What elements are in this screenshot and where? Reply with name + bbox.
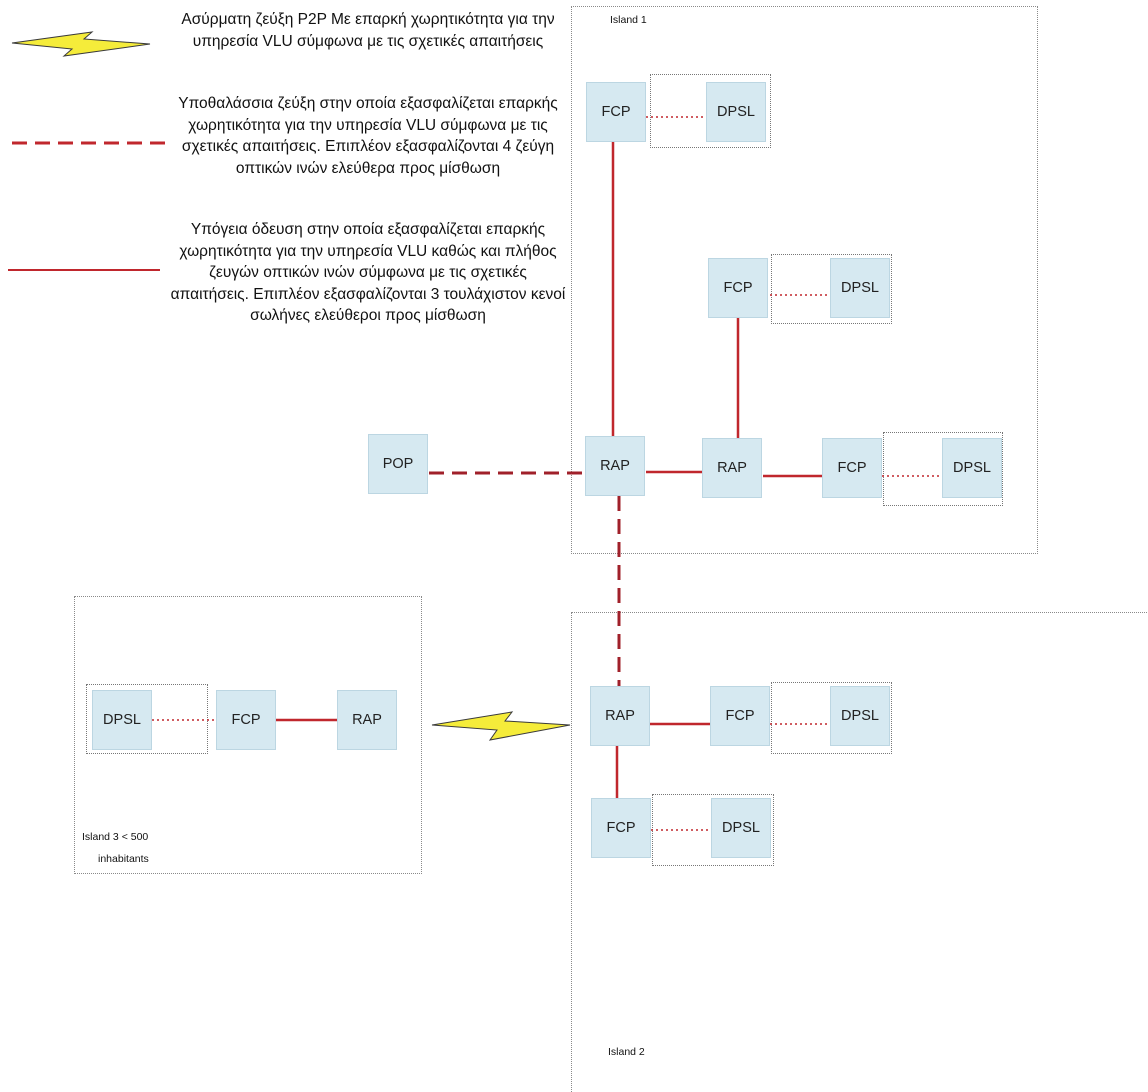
island-3-label: Island 3 < 500 — [82, 831, 149, 843]
fcp-node: FCP — [586, 82, 646, 142]
dpsl-node: DPSL — [942, 438, 1002, 498]
rap-node: RAP — [702, 438, 762, 498]
dpsl-frame — [86, 684, 208, 754]
legend-underground-text: Υπόγεια όδευση στην οποία εξασφαλίζεται … — [170, 221, 566, 324]
dpsl-node: DPSL — [830, 258, 890, 318]
legend-submarine-text: Υποθαλάσσια ζεύξη στην οποία εξασφαλίζετ… — [178, 95, 558, 177]
rap-node: RAP — [585, 436, 645, 496]
island-2-label: Island 2 — [608, 1046, 645, 1058]
island-3-label-line2: inhabitants — [98, 853, 149, 865]
island-1-label: Island 1 — [610, 14, 647, 26]
fcp-node: FCP — [591, 798, 651, 858]
legend-wireless-text: Ασύρματη ζεύξη P2P Με επαρκή χωρητικότητ… — [181, 11, 555, 50]
fcp-node: FCP — [710, 686, 770, 746]
island-1-frame — [571, 6, 1038, 554]
pop-node: POP — [368, 434, 428, 494]
island-3-frame — [74, 596, 422, 874]
dpsl-frame — [650, 74, 771, 148]
dpsl-node: DPSL — [830, 686, 890, 746]
dpsl-frame — [883, 432, 1003, 506]
rap-node: RAP — [337, 690, 397, 750]
island-2-frame — [571, 612, 1148, 1092]
fcp-node: FCP — [822, 438, 882, 498]
dpsl-node: DPSL — [706, 82, 766, 142]
fcp-node: FCP — [708, 258, 768, 318]
diagram-links — [8, 31, 942, 856]
legend-lightning-icon — [11, 31, 151, 57]
wireless-lightning-icon — [431, 711, 571, 741]
rap-node: RAP — [590, 686, 650, 746]
dpsl-node: DPSL — [92, 690, 152, 750]
dpsl-frame — [771, 254, 892, 324]
fcp-node: FCP — [216, 690, 276, 750]
dpsl-frame — [771, 682, 892, 754]
dpsl-node: DPSL — [711, 798, 771, 858]
